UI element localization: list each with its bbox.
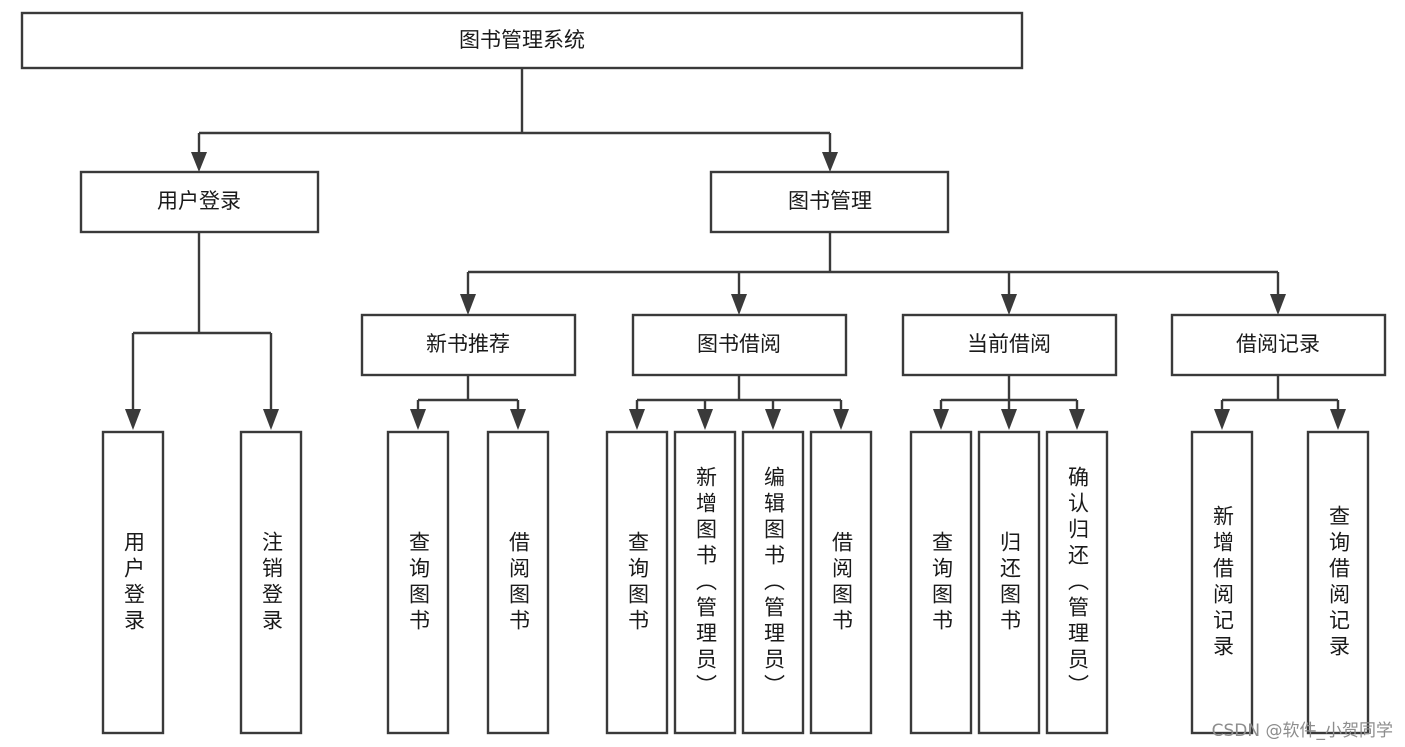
- node-new-book-recommend[interactable]: 新书推荐: [360, 313, 577, 377]
- node-current-borrow-label: 当前借阅: [967, 332, 1051, 356]
- arrow-new-book-leaf-1: [410, 409, 426, 430]
- arrow-to-book-mgmt: [822, 152, 838, 172]
- leaf-box-current-borrow-3[interactable]: [1045, 430, 1109, 735]
- leaf-box-book-borrow-4[interactable]: [809, 430, 873, 735]
- arrow-book-borrow-leaf-1: [629, 409, 645, 430]
- arrow-current-borrow-leaf-3: [1069, 409, 1085, 430]
- leaf-box-user-login-1[interactable]: [101, 430, 165, 735]
- leaf-box-book-borrow-2[interactable]: [673, 430, 737, 735]
- node-borrow-record[interactable]: 借阅记录: [1170, 313, 1387, 377]
- leaf-box-book-borrow-3[interactable]: [741, 430, 805, 735]
- arrow-book-borrow-leaf-4: [833, 409, 849, 430]
- node-borrow-record-label: 借阅记录: [1236, 332, 1320, 356]
- arrow-to-current-borrow: [1001, 294, 1017, 315]
- node-user-login-box[interactable]: [79, 170, 320, 234]
- arrow-book-borrow-leaf-2: [697, 409, 713, 430]
- leaf-box-new-book-1[interactable]: [386, 430, 450, 735]
- arrow-user-login-leaf-2: [263, 409, 279, 430]
- arrow-to-book-borrow: [731, 294, 747, 315]
- arrow-borrow-record-leaf-2: [1330, 409, 1346, 430]
- node-root-label: 图书管理系统: [459, 28, 585, 52]
- node-new-book-recommend-label: 新书推荐: [426, 332, 510, 356]
- connector-group: [125, 68, 1346, 430]
- node-book-management-box[interactable]: [709, 170, 950, 234]
- leaf-box-book-borrow-1[interactable]: [605, 430, 669, 735]
- node-borrow-record-box[interactable]: [1170, 313, 1387, 377]
- node-current-borrow[interactable]: 当前借阅: [901, 313, 1118, 377]
- arrow-to-borrow-record: [1270, 294, 1286, 315]
- node-book-management-label: 图书管理: [788, 189, 872, 213]
- arrow-book-borrow-leaf-3: [765, 409, 781, 430]
- arrow-current-borrow-leaf-1: [933, 409, 949, 430]
- node-user-login-label: 用户登录: [157, 189, 241, 213]
- node-book-borrow-label: 图书借阅: [697, 332, 781, 356]
- leaf-box-user-login-2[interactable]: [239, 430, 303, 735]
- leaf-box-current-borrow-2[interactable]: [977, 430, 1041, 735]
- leaf-box-borrow-record-1[interactable]: [1190, 430, 1254, 735]
- arrow-new-book-leaf-2: [510, 409, 526, 430]
- node-new-book-recommend-box[interactable]: [360, 313, 577, 377]
- leaf-box-new-book-2[interactable]: [486, 430, 550, 735]
- leaf-box-group: [101, 430, 1370, 735]
- arrow-current-borrow-leaf-2: [1001, 409, 1017, 430]
- node-current-borrow-box[interactable]: [901, 313, 1118, 377]
- arrow-borrow-record-leaf-1: [1214, 409, 1230, 430]
- node-book-borrow-box[interactable]: [631, 313, 848, 377]
- node-book-borrow[interactable]: 图书借阅: [631, 313, 848, 377]
- node-root-box[interactable]: [20, 11, 1024, 70]
- arrow-user-login-leaf-1: [125, 409, 141, 430]
- arrow-to-new-book: [460, 294, 476, 315]
- leaf-box-current-borrow-1[interactable]: [909, 430, 973, 735]
- node-root[interactable]: 图书管理系统: [20, 11, 1024, 70]
- node-book-management[interactable]: 图书管理: [709, 170, 950, 234]
- node-user-login[interactable]: 用户登录: [79, 170, 320, 234]
- leaf-box-borrow-record-2[interactable]: [1306, 430, 1370, 735]
- arrow-to-user-login: [191, 152, 207, 172]
